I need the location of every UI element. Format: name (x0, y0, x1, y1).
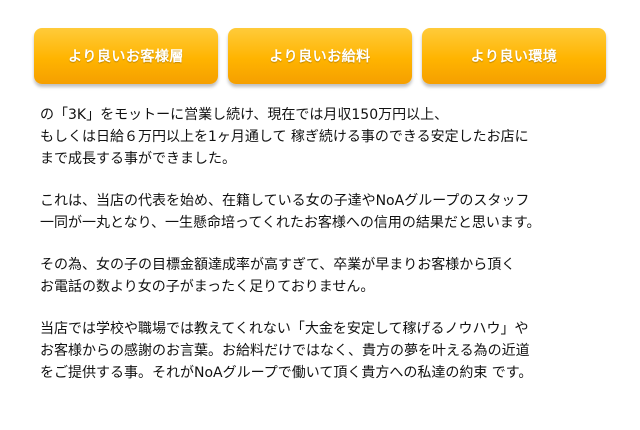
paragraph-growth: の「3K」をモットーに営業し続け、現在では月収150万円以上、 もしくは日給６万… (40, 104, 620, 170)
better-salary-button[interactable]: より良いお給料 (228, 28, 412, 84)
text-line: その為、女の子の目標金額達成率が高すぎて、卒業が早まりお客様から頂く (40, 257, 516, 273)
text-line: をご提供する事。それがNoAグループで働いて頂く貴方への私達の約束 です。 (40, 365, 533, 381)
nav-buttons: より良いお客様層 より良いお給料 より良い環境 (34, 28, 606, 84)
main-content: の「3K」をモットーに営業し続け、現在では月収150万円以上、 もしくは日給６万… (40, 104, 620, 404)
text-line: もしくは日給６万円以上を1ヶ月通して 稼ぎ続ける事のできる安定したお店に (40, 129, 529, 145)
paragraph-shortage: その為、女の子の目標金額達成率が高すぎて、卒業が早まりお客様から頂く お電話の数… (40, 254, 620, 298)
text-line: これは、当店の代表を始め、在籍している女の子達やNoAグループのスタッフ (40, 193, 530, 209)
text-line: 当店では学校や職場では教えてくれない「大金を安定して稼げるノウハウ」や (40, 321, 529, 337)
paragraph-trust: これは、当店の代表を始め、在籍している女の子達やNoAグループのスタッフ 一同が… (40, 190, 620, 234)
better-customers-button[interactable]: より良いお客様層 (34, 28, 218, 84)
better-environment-button[interactable]: より良い環境 (422, 28, 606, 84)
text-line: の「3K」をモットーに営業し続け、現在では月収150万円以上、 (40, 107, 449, 123)
paragraph-promise: 当店では学校や職場では教えてくれない「大金を安定して稼げるノウハウ」や お客様か… (40, 318, 620, 384)
text-line: 一同が一丸となり、一生懸命培ってくれたお客様への信用の結果だと思います。 (40, 215, 541, 231)
text-line: まで成長する事ができました。 (40, 151, 236, 167)
text-line: お客様からの感謝のお言葉。お給料だけではなく、貴方の夢を叶える為の近道 (40, 343, 530, 359)
text-line: お電話の数より女の子がまったく足りておりません。 (40, 279, 375, 295)
